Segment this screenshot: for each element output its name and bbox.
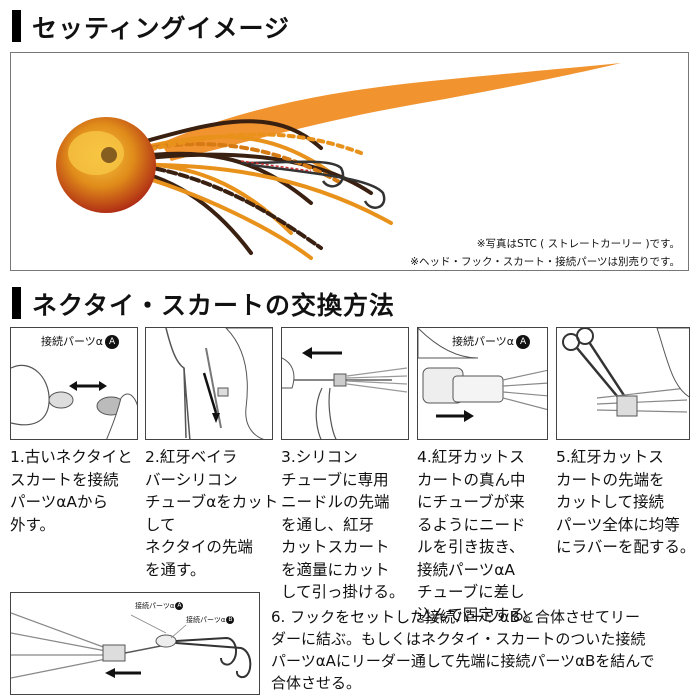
step-5-illustration xyxy=(556,327,690,440)
tube-cut-icon xyxy=(165,328,272,439)
step-6-text: 6. フックをセットした接続パーツαBと合体させてリー ダーに結ぶ。もしくはネク… xyxy=(271,608,655,692)
step-3-illustration xyxy=(281,327,409,440)
section-bar-setting xyxy=(12,10,21,42)
insert-tube-icon xyxy=(418,328,547,422)
step-4-text: 4.紅牙カットス カートの真ん中 にチューブが来 るようにニード ルを引き抜き、… xyxy=(417,448,541,624)
section-bar-exchange xyxy=(12,287,21,319)
step-1-parts-mark: A xyxy=(105,335,120,349)
section-title-exchange: ネクタイ・スカートの交換方法 xyxy=(32,291,396,320)
step-4-parts-mark: A xyxy=(516,335,531,349)
hand-parts-icon xyxy=(11,364,137,439)
step-6-label-b-text: 接続パーツα xyxy=(186,616,226,624)
step-1-parts-text: 接続パーツα xyxy=(41,335,104,348)
photo-note-2: ※ヘッド・フック・スカート・接続パーツは別売りです。 xyxy=(410,256,680,268)
scissors-icon xyxy=(562,328,689,417)
needle-icon xyxy=(282,347,408,439)
step-4-parts-text: 接続パーツα xyxy=(452,335,515,348)
step-6-label-a-text: 接続パーツα xyxy=(135,602,175,610)
product-photo: ※写真はSTC ( ストレートカーリー )です。 ※ヘッド・フック・スカート・接… xyxy=(10,52,689,271)
step-6-mark-b: B xyxy=(226,616,235,624)
step-1-text: 1.古いネクタイと スカートを接続 パーツαAから 外す。 xyxy=(10,448,133,534)
section-title-setting: セッティングイメージ xyxy=(32,14,291,43)
assembly-icon xyxy=(11,612,252,679)
step-6-mark-a: A xyxy=(175,602,184,610)
step-5-text: 5.紅牙カットス カートの先端を カットして接続 パーツ全体に均等 にラバーを配… xyxy=(556,448,696,556)
step-2-illustration xyxy=(145,327,273,440)
step-3-text: 3.シリコン チューブに専用 ニードルの先端 を通し、紅牙 カットスカート を適… xyxy=(281,448,405,601)
photo-note-1: ※写真はSTC ( ストレートカーリー )です。 xyxy=(476,238,680,250)
jig-illustration xyxy=(56,63,621,260)
step-2-text: 2.紅牙ベイラ バーシリコン チューブαをカット して ネクタイの先端 を通す。 xyxy=(145,448,279,579)
